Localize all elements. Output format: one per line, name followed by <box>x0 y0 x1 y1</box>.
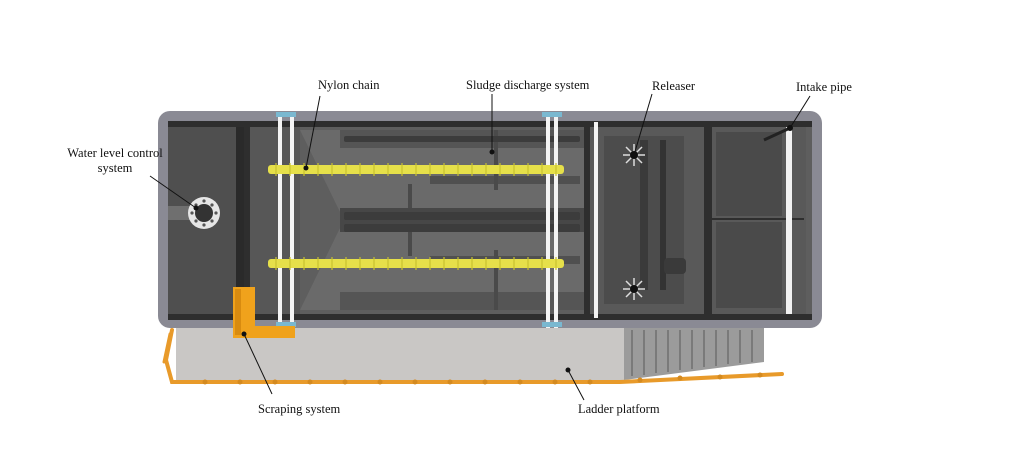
label-nylon-chain: Nylon chain <box>318 78 380 92</box>
label-ladder-platform: Ladder platform <box>578 402 660 416</box>
railing-posts <box>202 372 763 385</box>
intake-chamber <box>712 127 806 314</box>
scraper-rails <box>278 112 598 328</box>
nylon-chain-bottom <box>268 257 564 270</box>
ladder-platform <box>176 328 764 380</box>
sludge-discharge-pipes <box>344 136 580 232</box>
label-water-level-control-system: Water level control system <box>67 146 163 175</box>
basin-walls <box>168 121 812 320</box>
leader-dots <box>193 125 793 373</box>
scraping-system <box>233 287 295 338</box>
releaser-bottom-icon <box>623 278 645 300</box>
label-sludge-discharge-system: Sludge discharge system <box>466 78 590 92</box>
label-scraping-system: Scraping system <box>258 402 341 416</box>
label-releaser: Releaser <box>652 79 696 93</box>
label-intake-pipe: Intake pipe <box>796 80 852 94</box>
releaser-chamber <box>590 127 704 314</box>
nylon-chain-top <box>268 163 564 176</box>
platform-railing <box>162 328 784 384</box>
rail-brackets <box>276 112 562 327</box>
water-level-valve <box>168 197 220 229</box>
leader-lines <box>149 93 811 401</box>
